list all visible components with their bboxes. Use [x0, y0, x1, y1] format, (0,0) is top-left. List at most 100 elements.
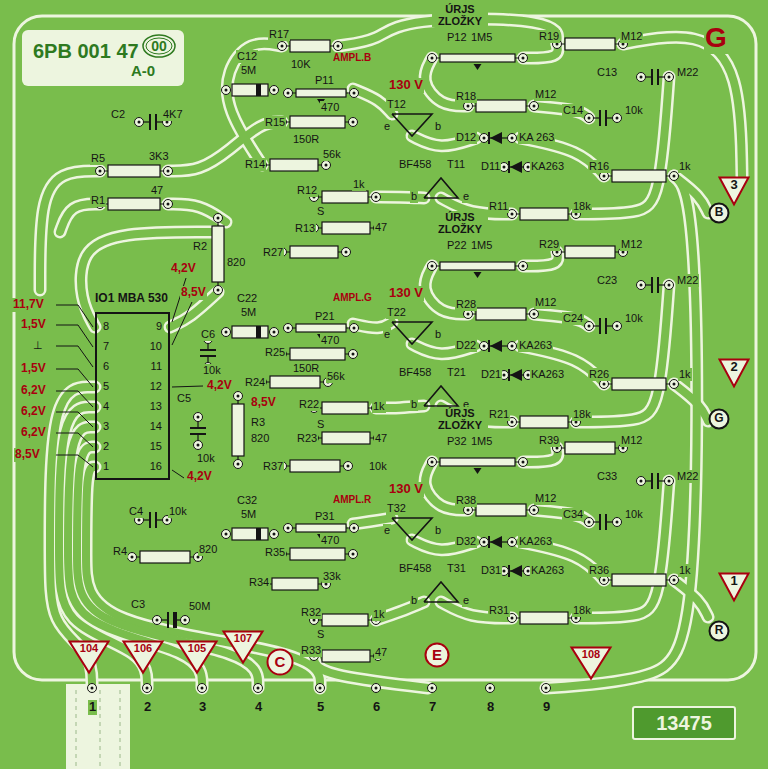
solder-pad	[670, 172, 679, 181]
part-label: C24	[562, 312, 584, 325]
solder-pad	[181, 616, 190, 625]
connector-dash	[76, 690, 77, 769]
solder-pad	[254, 684, 263, 693]
copper-trace	[674, 176, 708, 213]
triangle-marker	[720, 360, 749, 387]
electrolytic-capacitor	[232, 84, 268, 96]
resistor-symbol	[108, 198, 160, 210]
part-label: b	[434, 328, 442, 341]
pin-number: 8	[103, 320, 109, 333]
part-label: 56k	[326, 370, 346, 383]
pad-hole	[167, 203, 170, 206]
voltage-label: 130 V	[388, 286, 424, 301]
pad-hole	[616, 117, 619, 120]
solder-pad	[349, 550, 358, 559]
capacitor-plate	[605, 110, 607, 126]
pad-hole	[257, 687, 260, 690]
board-code: 6PB 001 47	[32, 40, 140, 63]
voltage-label: 11,7V	[12, 298, 45, 312]
resistor-symbol	[290, 246, 338, 258]
pin-number: 11	[151, 360, 162, 373]
solder-pad	[530, 310, 539, 319]
capacitor-plate	[651, 277, 653, 293]
marker-text: 13475	[656, 712, 712, 735]
pad-hole	[156, 619, 159, 622]
solder-pad	[637, 73, 646, 82]
part-label: R18	[455, 90, 477, 103]
part-label: 10k	[202, 364, 222, 377]
copper-trace	[546, 176, 697, 688]
pad-hole	[640, 76, 643, 79]
connector-dash	[120, 690, 121, 769]
part-label: M12	[620, 238, 643, 251]
pad-hole	[287, 527, 290, 530]
connector-marker: 105	[176, 640, 218, 674]
solder-pad	[665, 281, 674, 290]
pad-hole	[668, 284, 671, 287]
pad-hole	[197, 444, 200, 447]
part-label: 1k	[678, 564, 692, 577]
capacitor-plate	[190, 433, 206, 435]
capacitor-plate	[200, 349, 216, 351]
part-label: R5	[90, 152, 106, 165]
part-label: P32	[446, 435, 468, 448]
connector-marker: 104	[68, 640, 110, 674]
resistor-symbol	[520, 612, 568, 624]
part-label: 10k	[168, 505, 188, 518]
pin-number: 2	[143, 700, 152, 715]
resistor-symbol	[612, 378, 666, 390]
edge-connector-area	[66, 684, 130, 769]
marker-text: E	[432, 646, 442, 663]
pad-hole	[668, 480, 671, 483]
wiper-arrow	[474, 272, 482, 278]
pad-hole	[511, 617, 514, 620]
trace-gap	[40, 171, 100, 290]
potentiometer-symbol	[296, 524, 346, 532]
solder-pad	[222, 328, 231, 337]
voltage-label: 1,5V	[20, 318, 47, 332]
part-label: P11	[314, 74, 335, 87]
output-pad: G	[708, 408, 730, 430]
marker-text: 2	[730, 360, 737, 375]
part-label: KA263	[530, 564, 565, 577]
solder-pad	[480, 538, 489, 547]
triangle-marker	[178, 642, 217, 673]
pad-hole	[166, 519, 169, 522]
part-label: M22	[676, 470, 699, 483]
circle-marker	[268, 650, 293, 675]
marker-text: B	[715, 206, 724, 220]
part-label: R36	[588, 564, 610, 577]
part-label: BF458	[398, 158, 432, 171]
connector-marker: 107	[222, 630, 264, 664]
part-label: R14	[244, 158, 266, 171]
pad-hole	[184, 619, 187, 622]
solder-pad	[194, 441, 203, 450]
resistor-symbol	[612, 170, 666, 182]
capacitor-plate	[155, 114, 157, 130]
pad-hole	[201, 687, 204, 690]
solder-pad	[234, 392, 243, 401]
part-label: R22	[298, 398, 320, 411]
pad-hole	[431, 687, 434, 690]
voltage-label: 4,2V	[170, 262, 197, 276]
resistor-symbol	[520, 208, 568, 220]
voltage-label: 4,2V	[186, 470, 213, 484]
resistor-symbol	[290, 348, 345, 360]
ellipse-marker	[146, 38, 172, 54]
leader-line	[56, 346, 93, 367]
pad-hole	[588, 117, 591, 120]
pin-number: 9	[156, 320, 162, 333]
part-label: 470	[320, 101, 340, 114]
part-label: 10k	[368, 460, 388, 473]
pad-hole	[511, 213, 514, 216]
resistor-symbol	[476, 100, 526, 112]
pad-hole	[575, 213, 578, 216]
part-label: T32	[386, 502, 407, 515]
part-label: 10k	[624, 104, 644, 117]
copper-trace	[623, 37, 742, 176]
pad-hole	[467, 105, 470, 108]
voltage-label: 8,5V	[14, 448, 41, 462]
part-label: T22	[386, 306, 407, 319]
solder-pad	[600, 172, 609, 181]
solder-pad	[670, 576, 679, 585]
